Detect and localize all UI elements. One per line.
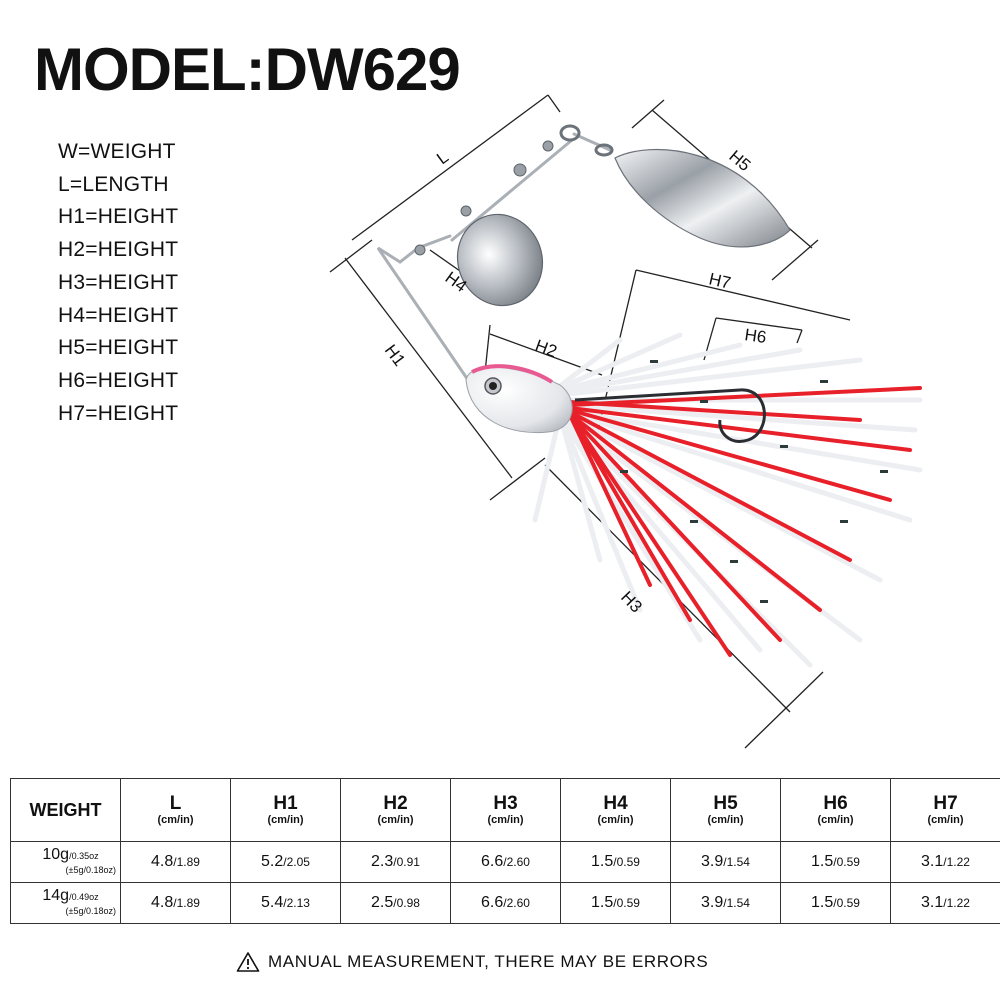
value-cell: 3.1/1.22 <box>890 841 1000 883</box>
legend-item: L=LENGTH <box>58 172 169 196</box>
legend-item: W=WEIGHT <box>58 140 176 163</box>
header-h4: H4(cm/in) <box>560 778 671 842</box>
abbreviation-legend: W=WEIGHT L=LENGTH H1=HEIGHT H2=HEIGHT H3… <box>58 136 178 430</box>
wire-beads <box>414 140 554 256</box>
header-h5: H5(cm/in) <box>670 778 781 842</box>
legend-item: H7=HEIGHT <box>58 401 179 425</box>
legend-item: H2=HEIGHT <box>58 238 179 262</box>
legend-item: H4=HEIGHT <box>58 303 179 327</box>
warning-triangle-icon <box>236 952 260 972</box>
weight-cell: 14g/0.49oz (±5g/0.18oz) <box>10 882 121 924</box>
value-cell: 1.5/0.59 <box>780 882 891 924</box>
legend-item: H5=HEIGHT <box>58 336 179 360</box>
model-title: MODEL:DW629 <box>34 36 461 103</box>
weight-cell: 10g/0.35oz (±5g/0.18oz) <box>10 841 121 883</box>
table-row: 14g/0.49oz (±5g/0.18oz) 4.8/1.89 5.4/2.1… <box>10 882 1000 924</box>
lure-hook <box>574 388 766 443</box>
value-cell: 3.1/1.22 <box>890 882 1000 924</box>
dim-label-h1: H1 <box>381 341 409 370</box>
lure-head <box>465 364 573 434</box>
measurement-warning: MANUAL MEASUREMENT, THERE MAY BE ERRORS <box>236 948 708 976</box>
value-cell: 1.5/0.59 <box>780 841 891 883</box>
value-cell: 2.3/0.91 <box>340 841 451 883</box>
value-cell: 4.8/1.89 <box>120 841 231 883</box>
table-header-row: WEIGHT L(cm/in) H1(cm/in) H2(cm/in) H3(c… <box>10 778 1000 842</box>
table-row: 10g/0.35oz (±5g/0.18oz) 4.8/1.89 5.2/2.0… <box>10 841 1000 883</box>
dim-label-h7: H7 <box>707 269 732 292</box>
value-cell: 5.2/2.05 <box>230 841 341 883</box>
spec-table: WEIGHT L(cm/in) H1(cm/in) H2(cm/in) H3(c… <box>10 778 1000 924</box>
value-cell: 6.6/2.60 <box>450 882 561 924</box>
value-cell: 4.8/1.89 <box>120 882 231 924</box>
value-cell: 2.5/0.98 <box>340 882 451 924</box>
lure-skirt <box>532 332 923 668</box>
value-cell: 6.6/2.60 <box>450 841 561 883</box>
legend-item: H1=HEIGHT <box>58 205 179 229</box>
colorado-blade <box>456 213 544 307</box>
legend-item: H6=HEIGHT <box>58 368 179 392</box>
header-h3: H3(cm/in) <box>450 778 561 842</box>
lure-dimension-diagram: L H5 H4 H1 H2 H7 H6 H3 <box>329 94 923 749</box>
value-cell: 3.9/1.54 <box>670 841 781 883</box>
value-cell: 3.9/1.54 <box>670 882 781 924</box>
value-cell: 1.5/0.59 <box>560 841 671 883</box>
warning-text: MANUAL MEASUREMENT, THERE MAY BE ERRORS <box>268 952 709 971</box>
dim-label-l: L <box>433 147 452 168</box>
value-cell: 1.5/0.59 <box>560 882 671 924</box>
header-weight: WEIGHT <box>10 778 121 842</box>
dim-label-h3: H3 <box>617 588 646 617</box>
header-h6: H6(cm/in) <box>780 778 891 842</box>
header-h1: H1(cm/in) <box>230 778 341 842</box>
value-cell: 5.4/2.13 <box>230 882 341 924</box>
legend-item: H3=HEIGHT <box>58 270 179 294</box>
willow-blade <box>614 149 791 248</box>
swivel-ring <box>559 124 614 157</box>
dim-label-h6: H6 <box>743 325 767 347</box>
header-l: L(cm/in) <box>120 778 231 842</box>
header-h2: H2(cm/in) <box>340 778 451 842</box>
header-h7: H7(cm/in) <box>890 778 1000 842</box>
